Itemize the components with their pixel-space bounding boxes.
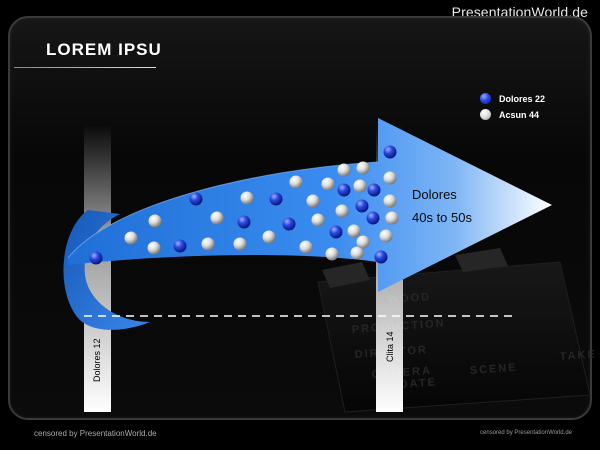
blue-dot	[367, 183, 381, 197]
white-dot	[148, 214, 162, 228]
blue-dot	[89, 251, 103, 265]
slide-title: LOREM IPSU	[46, 40, 162, 59]
blue-dot-icon	[480, 93, 491, 104]
white-dot	[383, 194, 397, 208]
footer-credit-left: censored by PresentationWorld.de	[34, 429, 157, 438]
blue-dot	[337, 183, 351, 197]
white-dot-icon	[480, 109, 491, 120]
clapperboard-word: SCENE	[469, 362, 518, 377]
blue-dot	[282, 217, 296, 231]
white-dot	[124, 231, 138, 245]
column-label-right: Clita 14	[385, 331, 395, 362]
white-dot	[321, 177, 335, 191]
arrow-curl	[63, 210, 150, 330]
white-dot	[325, 247, 339, 261]
white-dot	[240, 191, 254, 205]
clapperboard-word: TAKE	[559, 348, 597, 363]
blue-dot	[374, 250, 388, 264]
arrow-label-line2: 40s to 50s	[412, 210, 472, 225]
white-dot	[210, 211, 224, 225]
white-dot	[299, 240, 313, 254]
white-dot	[385, 211, 399, 225]
column-label-left: Dolores 12	[92, 338, 102, 382]
blue-dot	[355, 199, 369, 213]
white-dot	[262, 230, 276, 244]
column-left	[84, 125, 111, 412]
legend-label-white: Acsun 44	[499, 109, 540, 120]
white-dot	[337, 163, 351, 177]
blue-dot	[366, 211, 380, 225]
dot-cluster	[89, 145, 399, 265]
blue-dot	[189, 192, 203, 206]
white-dot	[350, 246, 364, 260]
blue-dot	[173, 239, 187, 253]
blue-dot	[329, 225, 343, 239]
arrow-label-line1: Dolores	[412, 187, 457, 202]
white-dot	[356, 235, 370, 249]
white-dot	[356, 161, 370, 175]
white-dot	[233, 237, 247, 251]
clapperboard-word: DATE	[399, 376, 437, 391]
blue-dot	[383, 145, 397, 159]
white-dot	[353, 179, 367, 193]
clapperboard-graphic: WOODPRODUCTIONDIRECTORCAMERADATESCENETAK…	[317, 248, 597, 413]
white-dot	[147, 241, 161, 255]
white-dot	[311, 213, 325, 227]
footer-credit-right: censored by PresentationWorld.de	[480, 430, 572, 436]
white-dot	[335, 204, 349, 218]
legend-label-blue: Dolores 22	[499, 93, 546, 104]
legend-item-white: Acsun 44	[480, 109, 539, 120]
title-underline	[14, 67, 156, 68]
white-dot	[347, 224, 361, 238]
blue-dot	[269, 192, 283, 206]
blue-dot	[237, 215, 251, 229]
legend-item-blue: Dolores 22	[480, 93, 545, 104]
white-dot	[289, 175, 303, 189]
white-dot	[306, 194, 320, 208]
white-dot	[383, 171, 397, 185]
white-dot	[379, 229, 393, 243]
white-dot	[201, 237, 215, 251]
